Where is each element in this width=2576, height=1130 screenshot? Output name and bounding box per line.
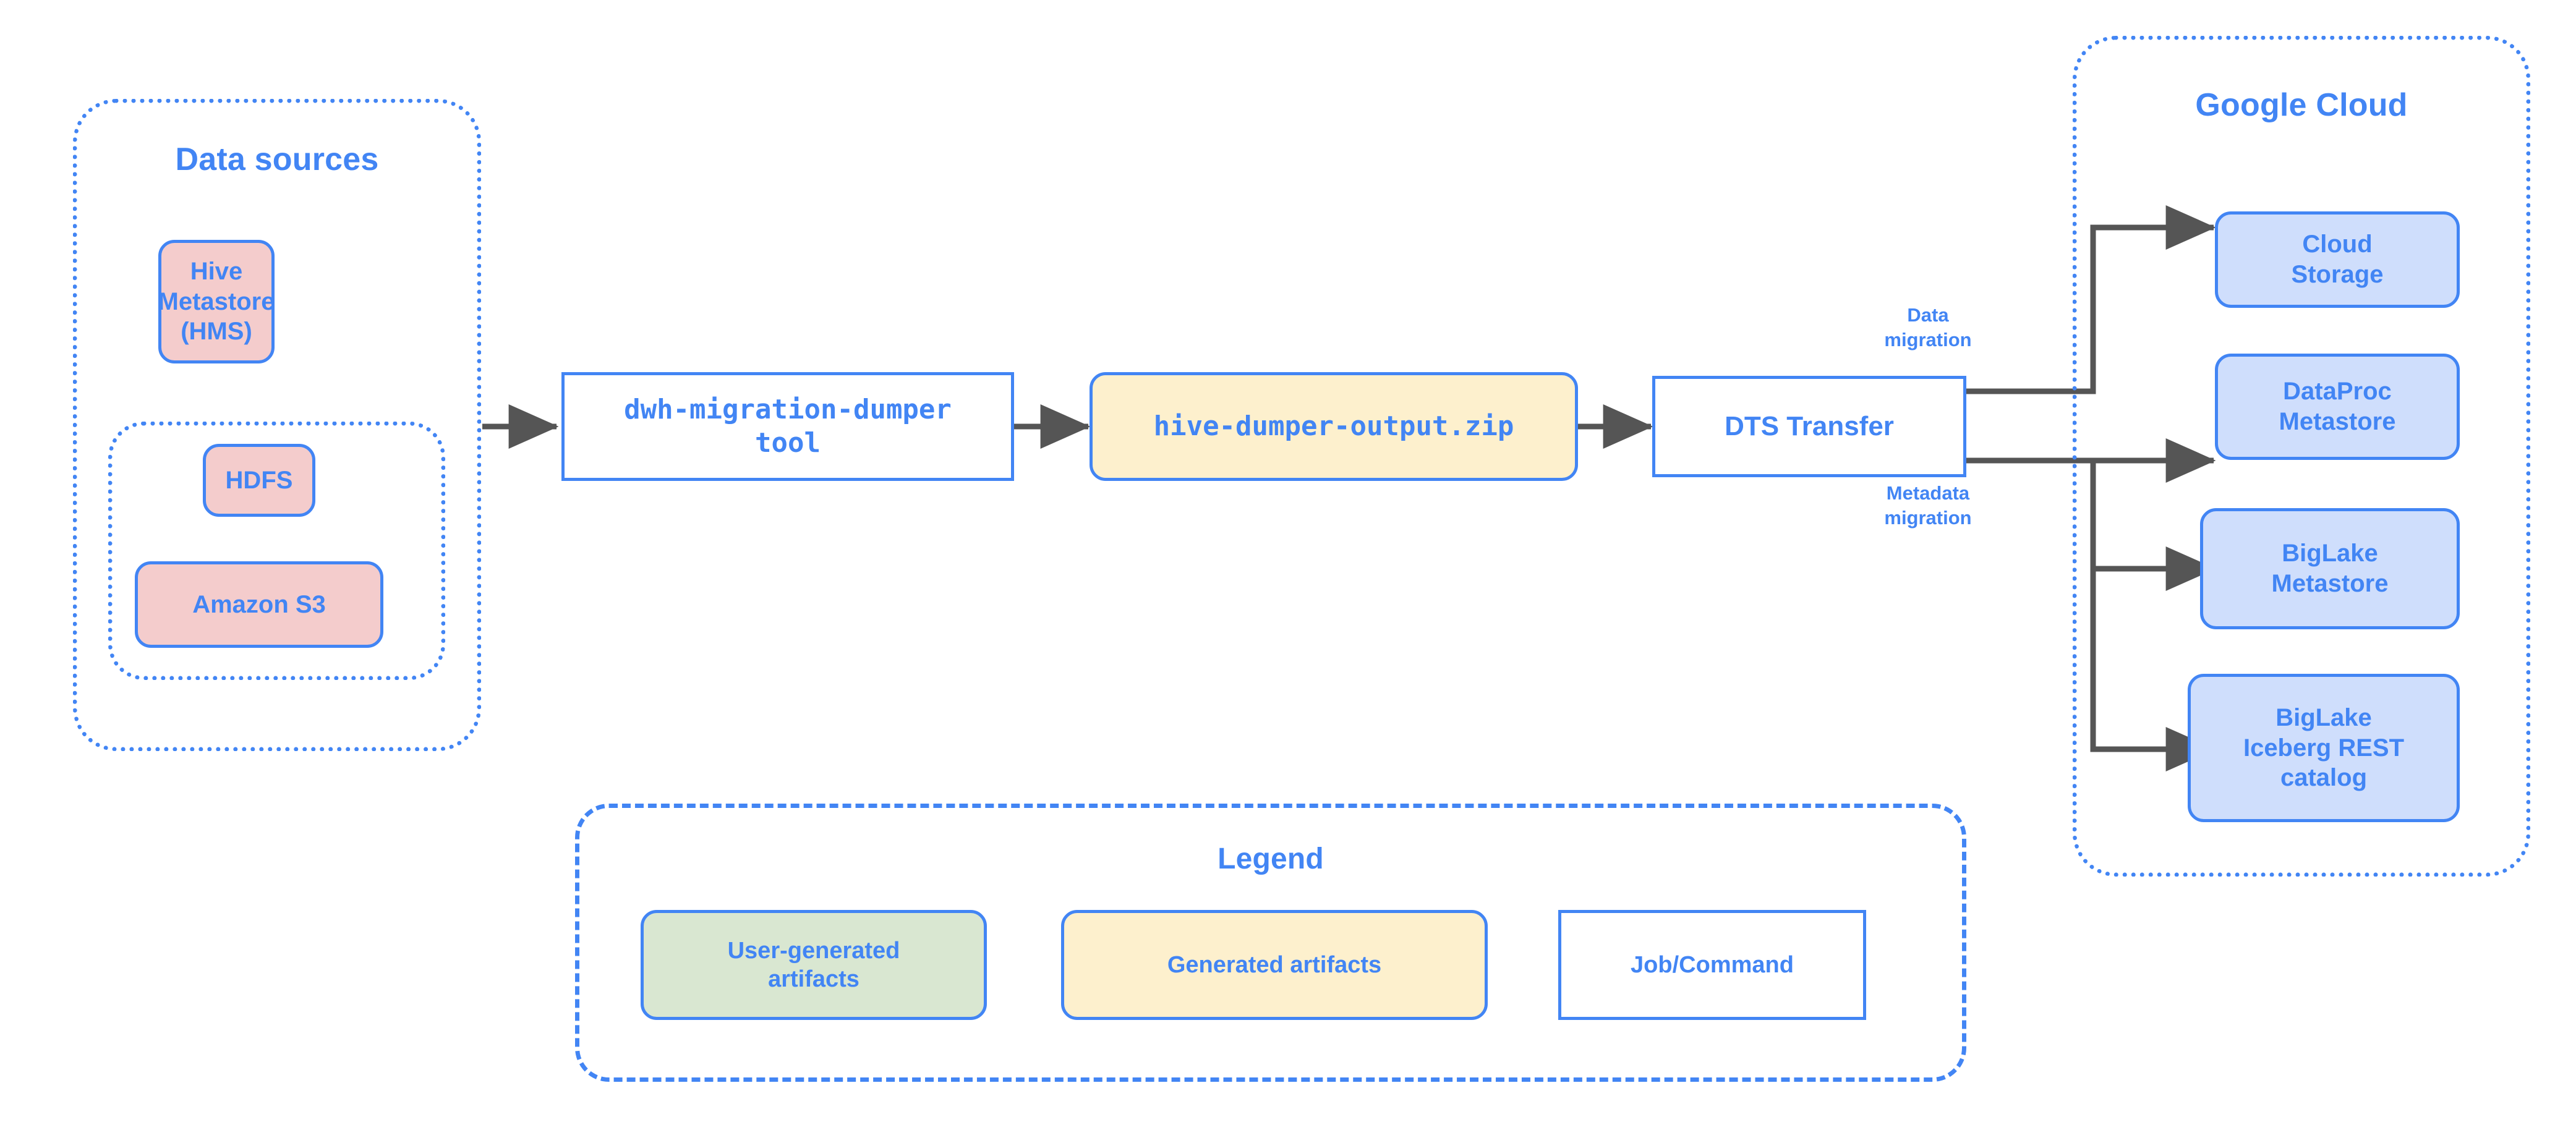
node-biglake-metastore[interactable]: BigLake Metastore <box>2200 508 2460 629</box>
node-hive-metastore[interactable]: Hive Metastore (HMS) <box>158 240 275 363</box>
node-iceberg-catalog-label: BigLake Iceberg REST catalog <box>2243 703 2405 792</box>
node-amazon-s3-label: Amazon S3 <box>192 590 326 618</box>
legend-group <box>575 804 1966 1082</box>
legend-item-generated-artifacts-label: Generated artifacts <box>1167 951 1382 978</box>
node-hive-dumper-output-zip[interactable]: hive-dumper-output.zip <box>1090 372 1578 481</box>
legend-item-job-command[interactable]: Job/Command <box>1558 910 1866 1020</box>
edge-label-data-migration: Data migration <box>1884 304 1972 350</box>
node-cloud-storage-label: Cloud Storage <box>2291 231 2384 288</box>
data-sources-title: Data sources <box>175 142 379 177</box>
node-dump-archive-label: hive-dumper-output.zip <box>1153 410 1514 443</box>
node-hdfs[interactable]: HDFS <box>203 444 315 517</box>
node-amazon-s3[interactable]: Amazon S3 <box>135 561 383 648</box>
node-biglake-iceberg-rest-catalog[interactable]: BigLake Iceberg REST catalog <box>2188 674 2460 822</box>
node-hive-metastore-label: Hive Metastore (HMS) <box>158 257 275 346</box>
data-sources-group <box>73 99 481 751</box>
legend-item-job-command-label: Job/Command <box>1631 951 1794 978</box>
legend-item-generated-artifacts[interactable]: Generated artifacts <box>1061 910 1488 1020</box>
node-biglake-metastore-label: BigLake Metastore <box>2271 540 2389 597</box>
legend-item-user-generated-label: User-generated artifacts <box>727 937 900 992</box>
node-dts-transfer-label: DTS Transfer <box>1725 411 1894 442</box>
edge-label-metadata-migration: Metadata migration <box>1884 482 1972 529</box>
legend-title: Legend <box>1218 843 1324 875</box>
node-cloud-storage[interactable]: Cloud Storage <box>2215 211 2460 308</box>
storage-subgroup <box>108 422 445 680</box>
node-dumper-tool-label: dwh-migration-dumper tool <box>624 394 952 459</box>
legend-item-user-generated-artifacts[interactable]: User-generated artifacts <box>641 910 987 1020</box>
node-dataproc-metastore[interactable]: DataProc Metastore <box>2215 354 2460 460</box>
node-hdfs-label: HDFS <box>225 466 293 494</box>
node-dataproc-metastore-label: DataProc Metastore <box>2279 378 2396 435</box>
node-dwh-migration-dumper-tool[interactable]: dwh-migration-dumper tool <box>561 372 1014 481</box>
google-cloud-group <box>2073 36 2530 877</box>
google-cloud-title: Google Cloud <box>2195 87 2408 123</box>
node-dts-transfer[interactable]: DTS Transfer <box>1652 376 1966 477</box>
